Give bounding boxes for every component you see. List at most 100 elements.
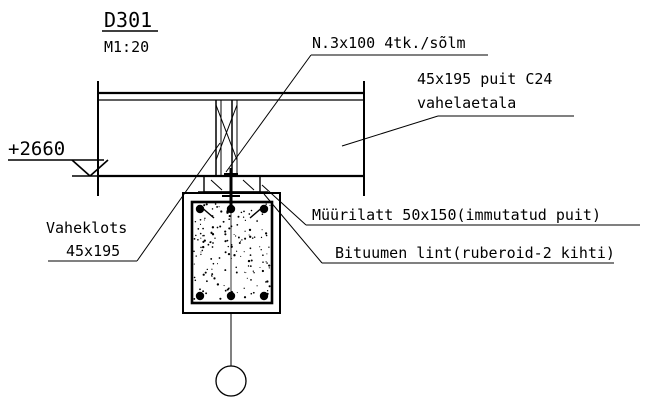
concrete-stipple-dot [214,237,216,239]
concrete-stipple-dot [216,226,219,229]
concrete-stipple-dot [230,246,233,248]
concrete-stipple-dot [201,249,204,252]
concrete-stipple-dot [251,237,254,239]
concrete-stipple-dot [268,246,270,248]
concrete-stipple-dot [269,204,271,206]
concrete-stipple-dot [211,233,215,236]
concrete-stipple-dot [218,257,221,259]
concrete-stipple-dot [268,285,271,288]
concrete-stipple-dot [211,268,213,270]
concrete-stipple-dot [261,269,265,273]
concrete-stipple-dot [266,262,268,264]
concrete-stipple-dot [266,290,269,292]
concrete-stipple-dot [249,247,252,250]
concrete-stipple-dot [193,250,195,253]
concrete-stipple-dot [220,210,223,213]
nails-leader: N.3x100 4tk./sõlm [225,34,488,173]
concrete-stipple-dot [226,210,229,213]
concrete-stipple-dot [224,240,227,243]
concrete-stipple-dot [230,208,233,210]
concrete-stipple-dot [260,249,262,251]
concrete-stipple-dot [216,263,219,265]
concrete-stipple-dot [227,296,230,299]
concrete-stipple-dot [248,213,251,215]
concrete-stipple-dot [202,245,205,249]
concrete-stipple-dot [243,287,245,289]
anchor-bolt [222,168,240,212]
concrete-stipple-dot [240,255,242,257]
concrete-stipple-dot [203,204,206,207]
concrete-stipple-dot [234,235,237,237]
concrete-stipple-dot [212,262,215,265]
concrete-stipple-dot [203,239,206,242]
concrete-stipple-dot [235,271,238,274]
concrete-stipple-dot [224,230,227,233]
concrete-stipple-dot [224,233,227,236]
bitumen-label: Bituumen lint(ruberoid-2 kihti) [335,244,615,262]
concrete-stipple-dot [237,236,240,239]
wall-plate-leader: Müürilatt 50x150(immutatud puit) [261,184,640,226]
concrete-stipple-dot [250,292,253,295]
concrete-stipple-dot [260,295,263,297]
concrete-stipple-dot [250,209,253,212]
concrete-stipple-dot [260,236,263,239]
concrete-stipple-dot [262,261,264,263]
concrete-stipple-dot [249,254,252,256]
concrete-stipple-dot [268,267,270,269]
joist-leader: 45x195 puit C24 vahelaetala [341,70,574,147]
concrete-stipple-dot [199,288,201,291]
axis-marker [215,313,247,397]
concrete-stipple-dot [252,291,255,294]
concrete-stipple-dot [247,265,250,267]
concrete-stipple-dot [204,217,206,220]
concrete-stipple-dot [195,255,197,257]
concrete-stipple-dot [199,205,202,207]
concrete-stipple-dot [202,227,204,230]
blocking-label-line1: Vaheklots [46,219,127,237]
concrete-stipple-dot [194,220,197,223]
concrete-stipple-dot [245,272,247,274]
concrete-stipple-dot [196,293,199,297]
concrete-stipple-dot [252,270,254,272]
concrete-stipple-dot [244,271,246,273]
concrete-stipple-dot [261,213,264,215]
concrete-stipple-dot [238,241,241,245]
concrete-stipple-dot [261,229,263,231]
concrete-beam [182,192,281,314]
concrete-stipple-dot [233,233,235,236]
joist-label-line1: 45x195 puit C24 [417,70,552,88]
concrete-stipple-dot [216,205,219,208]
concrete-stipple-dot [211,208,214,210]
concrete-stipple-dot [235,266,237,269]
concrete-stipple-dot [249,235,252,238]
concrete-stipple-dot [219,225,222,228]
concrete-stipple-dot [194,279,197,282]
concrete-stipple-dot [195,234,197,237]
concrete-stipple-dot [250,279,252,281]
concrete-stipple-dot [211,226,215,229]
blocking-label-line2: 45x195 [66,242,120,260]
concrete-stipple-dot [266,253,268,255]
concrete-stipple-dot [248,234,250,236]
concrete-stipple-dot [230,225,233,228]
concrete-stipple-dot [228,215,231,218]
concrete-stipple-dot [247,259,251,263]
concrete-stipple-dot [200,246,202,249]
concrete-stipple-dot [205,292,208,295]
concrete-stipple-dot [265,203,267,205]
concrete-stipple-dot [266,292,269,295]
concrete-stipple-dot [199,232,202,235]
concrete-stipple-dot [206,280,208,283]
concrete-stipple-dot [241,239,243,241]
concrete-stipple-dot [219,297,222,300]
concrete-stipple-dot [242,216,245,218]
concrete-stipple-dot [230,290,233,293]
concrete-stipple-dot [266,280,269,283]
concrete-stipple-dot [224,251,227,254]
concrete-stipple-dot [256,285,258,287]
concrete-stipple-dot [206,268,209,271]
concrete-stipple-dot [203,234,205,237]
level-mark: +2660 [8,138,109,177]
concrete-stipple-dot [197,238,199,241]
concrete-stipple-dot [202,235,204,237]
